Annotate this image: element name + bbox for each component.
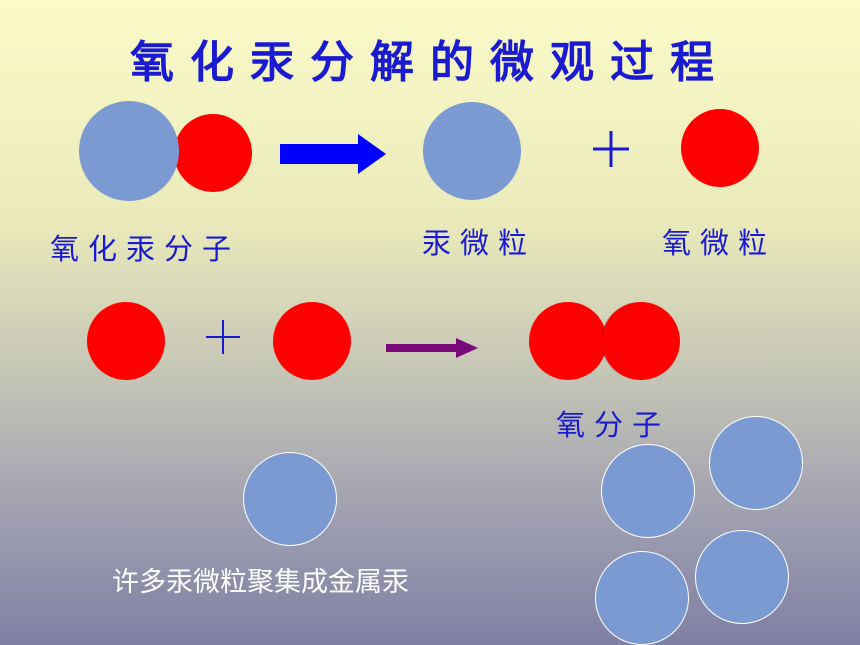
mercury-particle-single — [243, 452, 337, 546]
oxygen-particle — [681, 109, 759, 187]
mercury-cluster-particle — [695, 530, 789, 624]
mercury-atom-in-mercury-oxide — [79, 101, 179, 201]
mercury-cluster-particle — [595, 551, 689, 645]
label-mercury-particle: 汞微粒 — [422, 226, 537, 260]
slide-title: 氧化汞分解的微观过程 — [130, 37, 730, 88]
oxygen-atom-in-mercury-oxide — [174, 114, 252, 192]
plus-icon — [206, 320, 240, 354]
arrow-right-icon — [386, 338, 478, 358]
mercury-particle — [423, 102, 521, 200]
label-oxygen-particle: 氧微粒 — [662, 226, 777, 260]
oxygen-molecule-atom-right — [602, 302, 680, 380]
mercury-cluster-particle — [709, 416, 803, 510]
label-oxygen-molecule: 氧分子 — [556, 408, 671, 442]
label-mercury-oxide-molecule: 氧化汞分子 — [50, 232, 241, 266]
oxygen-molecule-atom-left — [529, 302, 607, 380]
oxygen-particle-left — [87, 302, 165, 380]
mercury-cluster-particle — [601, 444, 695, 538]
plus-icon — [593, 131, 629, 167]
arrow-right-icon — [280, 134, 386, 174]
oxygen-particle-right — [273, 302, 351, 380]
caption-mercury-aggregation: 许多汞微粒聚集成金属汞 — [112, 567, 409, 598]
